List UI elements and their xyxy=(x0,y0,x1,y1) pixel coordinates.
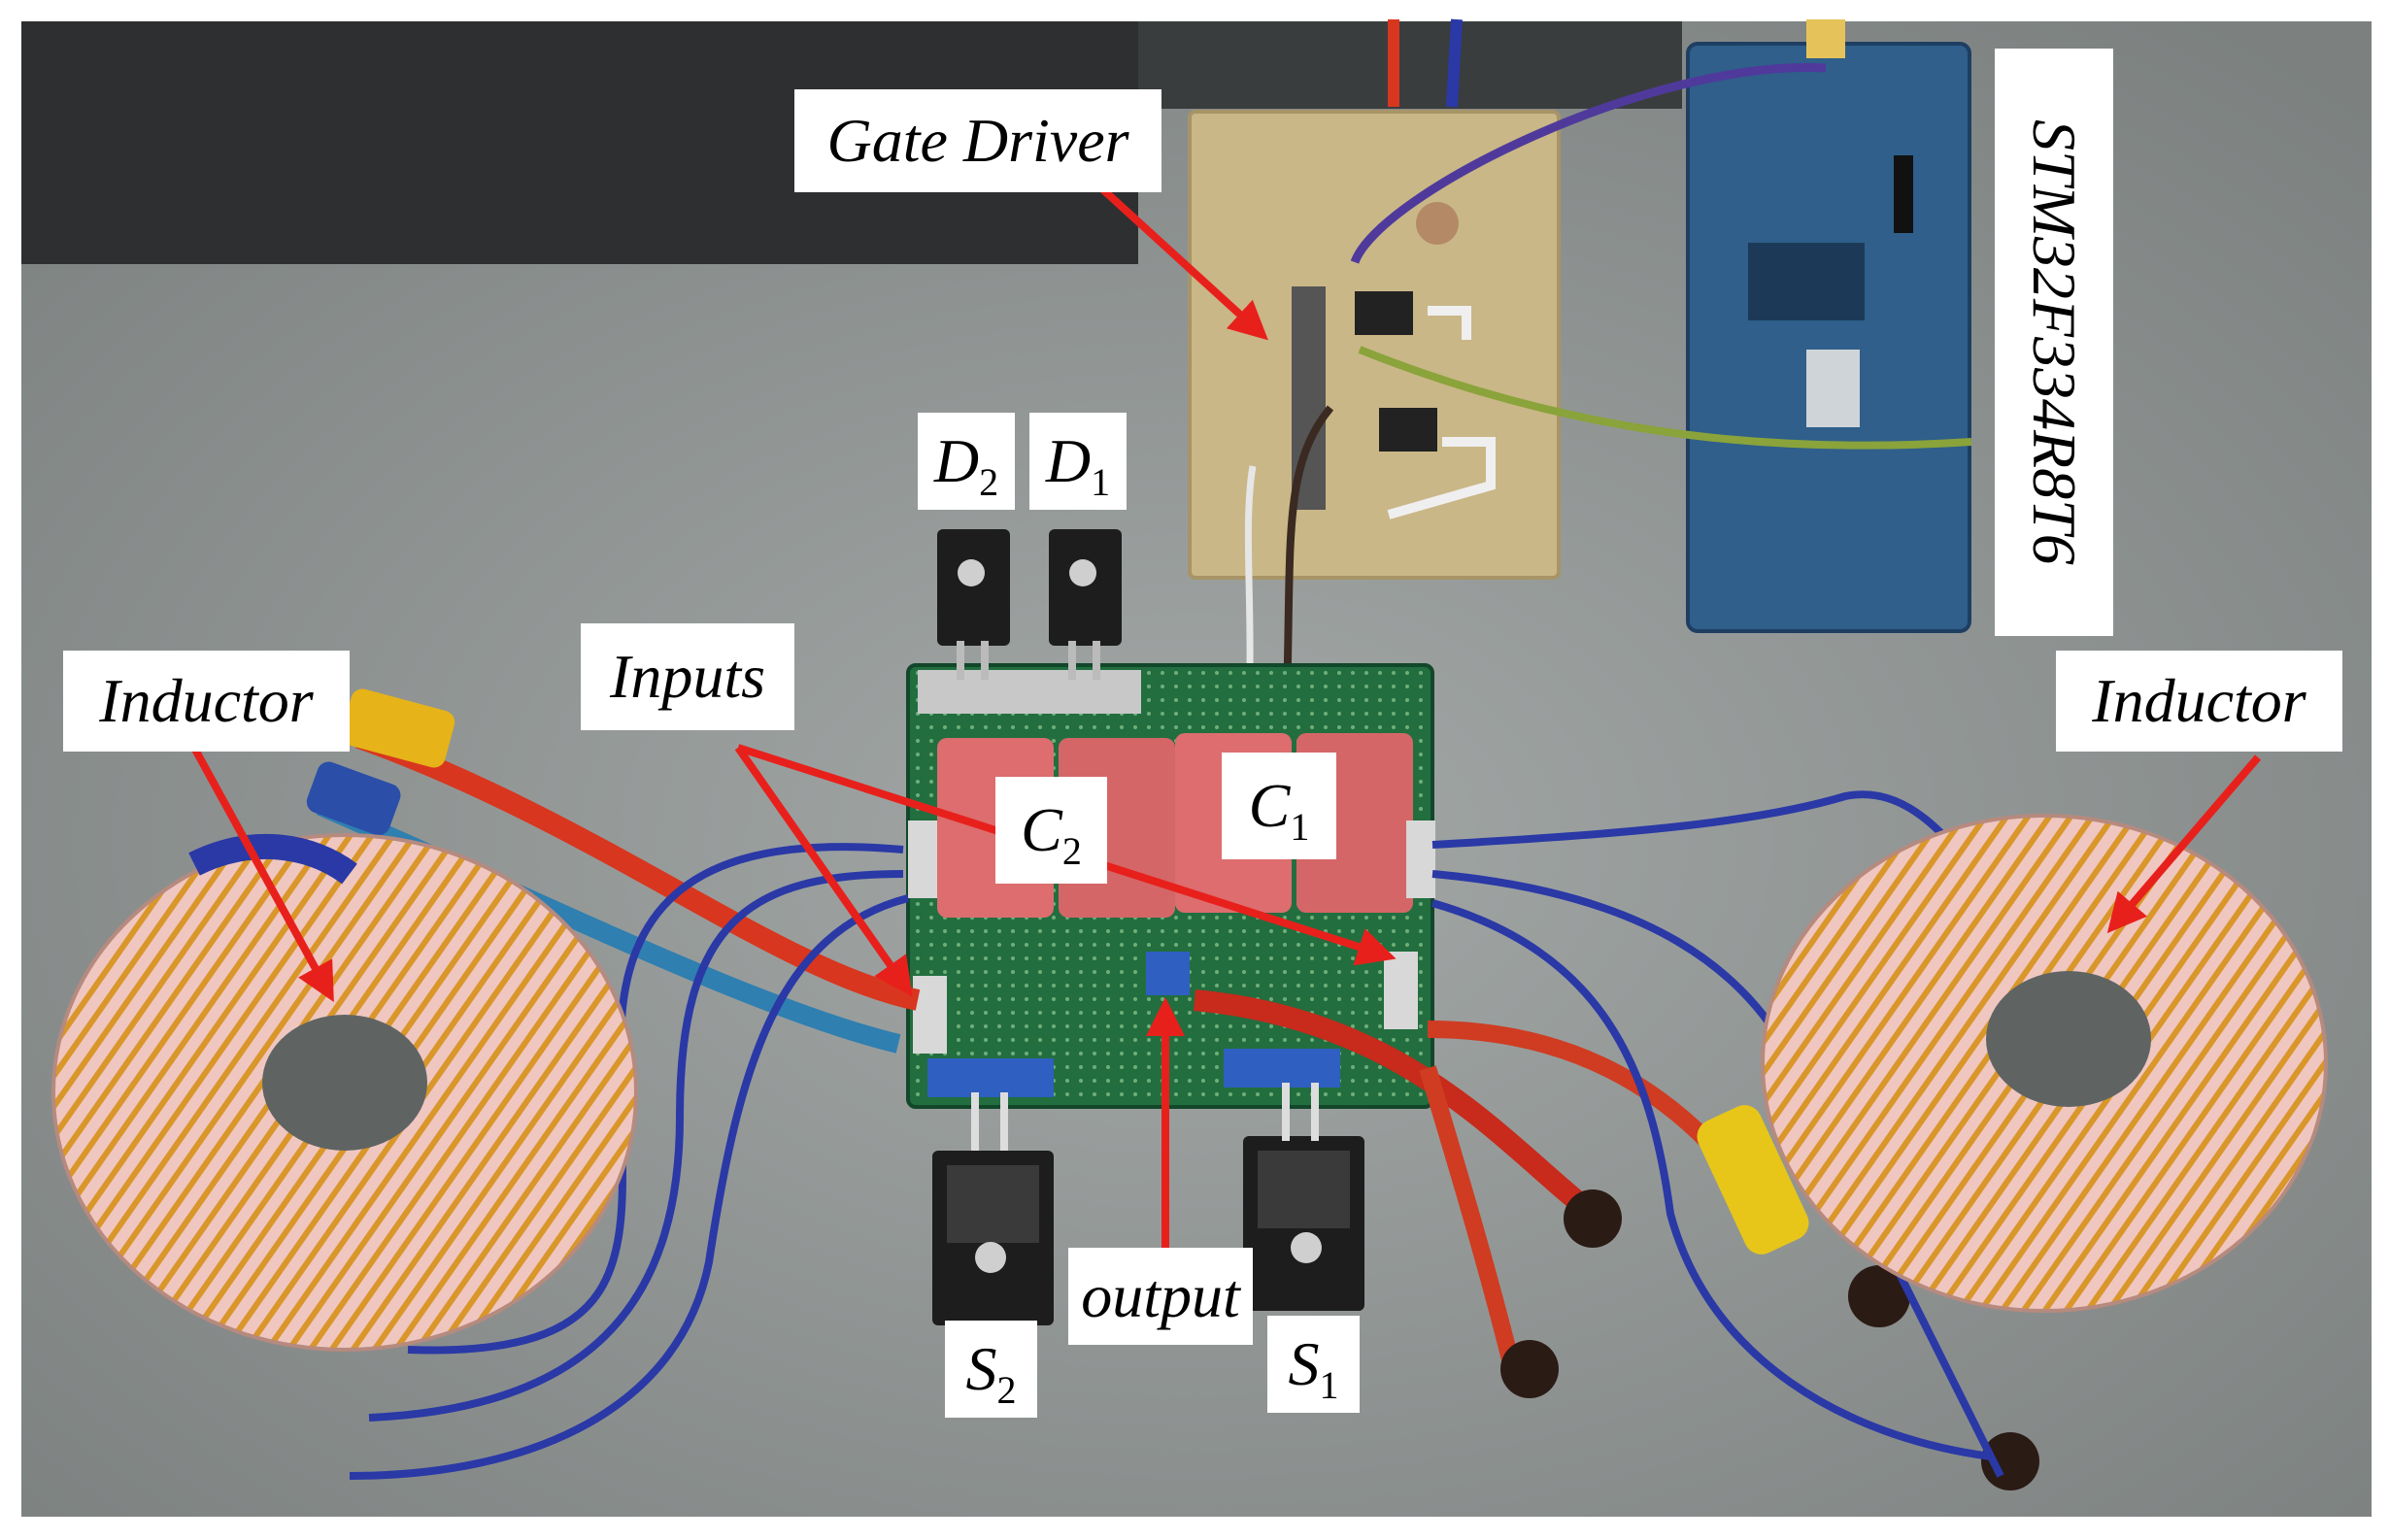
coil-lead-right-3 xyxy=(1431,899,1992,1460)
diode-d2 xyxy=(937,529,1010,680)
label-inductor-left: Inductor xyxy=(63,651,350,752)
label-stm: STM32F334R8T6 xyxy=(1995,49,2113,636)
label-inputs: Inputs xyxy=(581,623,794,730)
signal-wire-green xyxy=(1358,346,1972,450)
inductor-right xyxy=(1761,814,2328,1313)
coil-lead-left-2 xyxy=(368,870,904,1422)
output-wire-red-3 xyxy=(1419,1065,1519,1362)
coil-lead-left-3 xyxy=(349,894,910,1480)
signal-wire-black xyxy=(1283,405,1334,700)
stm-board xyxy=(1686,19,1971,633)
label-gate-driver: Gate Driver xyxy=(794,89,1161,192)
arrow-inductor-left xyxy=(190,746,334,1003)
inductor-left xyxy=(51,833,638,1352)
label-inductor-right: Inductor xyxy=(2056,651,2342,752)
bench-dark-top-right xyxy=(1138,21,1682,109)
arrow-inductor-right xyxy=(2106,754,2262,934)
switch-s1 xyxy=(1243,1083,1364,1311)
signal-wire-purple xyxy=(1350,63,1827,264)
switch-s2 xyxy=(932,1092,1054,1325)
gate-driver-board xyxy=(1188,110,1561,580)
diode-d1 xyxy=(1049,529,1122,680)
arrow-inputs-1 xyxy=(734,745,913,997)
input-plug-blue xyxy=(306,761,401,836)
power-wire-blue-top xyxy=(1446,18,1463,108)
arrow-gate-driver xyxy=(1094,182,1268,341)
input-plug-yellow xyxy=(341,688,455,768)
label-output: output xyxy=(1068,1248,1253,1345)
